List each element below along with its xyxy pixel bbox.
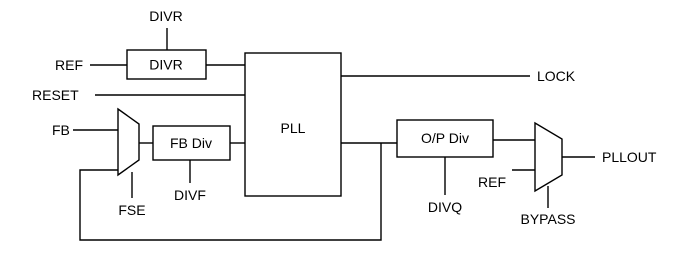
divr-block-label: DIVR <box>149 57 182 73</box>
wires <box>73 28 595 241</box>
bypass-signal-label: BYPASS <box>521 211 576 227</box>
divr-signal-label: DIVR <box>149 8 182 24</box>
ref-bypass-signal-label: REF <box>478 174 506 190</box>
divf-signal-label: DIVF <box>174 187 206 203</box>
lock-signal-label: LOCK <box>537 68 576 84</box>
divq-signal-label: DIVQ <box>428 199 462 215</box>
op-div-block <box>396 119 494 158</box>
bypass-mux <box>534 121 563 193</box>
pll-block-label: PLL <box>281 120 306 136</box>
fb-div-block <box>152 125 231 161</box>
op-div-block-label: O/P Div <box>421 130 469 146</box>
fb-mux <box>117 107 140 177</box>
feedback-loop-wire <box>79 143 382 241</box>
pllout-signal-label: PLLOUT <box>602 149 657 165</box>
divr-block <box>126 49 207 80</box>
fse-signal-label: FSE <box>118 202 145 218</box>
fb-signal-label: FB <box>52 122 70 138</box>
fb-div-block-label: FB Div <box>170 135 212 151</box>
ref-signal-label: REF <box>55 57 83 73</box>
reset-signal-label: RESET <box>32 87 79 103</box>
pll-block <box>244 52 342 197</box>
